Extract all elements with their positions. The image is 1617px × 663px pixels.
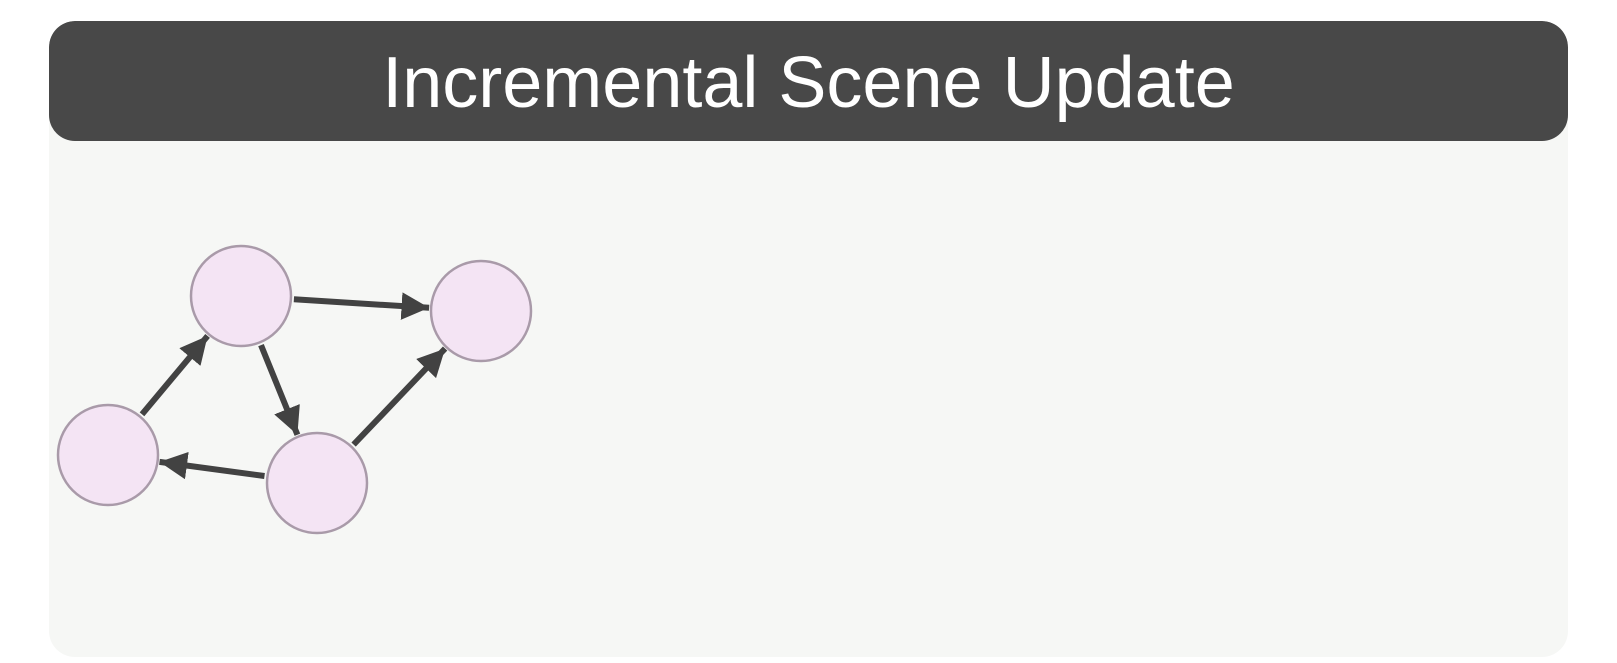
edge-n1-n3 (258, 343, 301, 436)
node-circle (429, 259, 533, 363)
nodes-layer (56, 244, 533, 535)
panel-header: Incremental Scene Update (49, 21, 1568, 141)
edge-n4-n1 (139, 333, 210, 417)
edges-layer (139, 292, 448, 480)
graph-node-n1 (189, 244, 293, 348)
graph-node-n3 (265, 431, 369, 535)
edge-n3-n2 (351, 346, 448, 447)
graph-node-n4 (56, 403, 160, 507)
node-circle (265, 431, 369, 535)
node-circle (56, 403, 160, 507)
panel-title: Incremental Scene Update (382, 43, 1235, 123)
graph-node-n2 (429, 259, 533, 363)
node-circle (189, 244, 293, 348)
diagram-panel: Incremental Scene Update (49, 21, 1568, 657)
edge-n3-n4 (159, 451, 265, 480)
edge-n1-n2 (293, 292, 430, 320)
